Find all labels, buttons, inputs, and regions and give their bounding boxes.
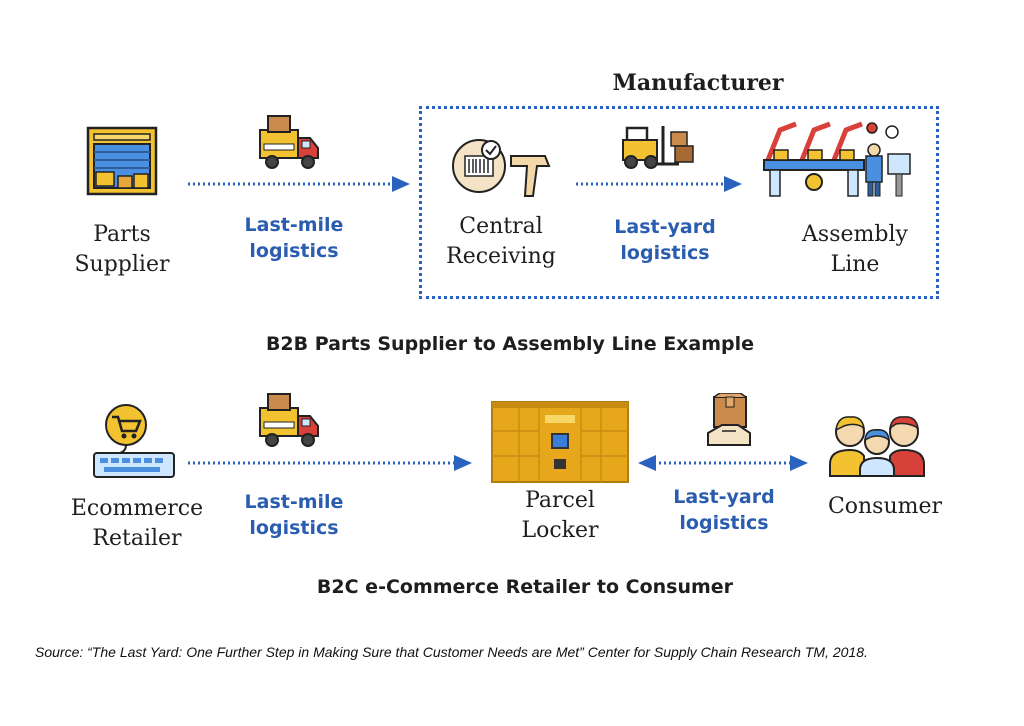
last-yard-b2b-line1: Last-yard bbox=[614, 216, 716, 238]
last-mile-b2c-line1: Last-mile bbox=[244, 491, 344, 513]
label-last-yard-b2b: Last-yard logistics bbox=[595, 214, 735, 266]
last-yard-b2c-line2: logistics bbox=[679, 512, 769, 534]
node-ecommerce-retailer: Ecommerce Retailer bbox=[62, 494, 212, 554]
b2b-caption: B2B Parts Supplier to Assembly Line Exam… bbox=[265, 333, 755, 355]
assembly-line-icon bbox=[762, 120, 922, 200]
package-hand-icon bbox=[706, 393, 754, 447]
consumer-group-icon bbox=[828, 414, 926, 478]
node-parcel-locker: Parcel Locker bbox=[500, 486, 620, 546]
delivery-truck-icon bbox=[258, 114, 322, 172]
last-mile-b2b-line1: Last-mile bbox=[244, 214, 344, 236]
central-receiving-line1: Central bbox=[459, 214, 543, 239]
parts-supplier-line1: Parts bbox=[93, 222, 151, 247]
parcel-locker-line2: Locker bbox=[521, 518, 599, 543]
node-consumer: Consumer bbox=[827, 494, 943, 519]
parts-supplier-line2: Supplier bbox=[74, 252, 170, 277]
assembly-line-line1: Assembly bbox=[802, 222, 908, 247]
b2c-caption: B2C e-Commerce Retailer to Consumer bbox=[316, 576, 734, 598]
central-receiving-line2: Receiving bbox=[446, 244, 556, 269]
arrow-last-yard-b2b bbox=[576, 176, 742, 192]
node-parts-supplier: Parts Supplier bbox=[62, 220, 182, 280]
delivery-truck-icon bbox=[258, 392, 322, 450]
node-assembly-line: Assembly Line bbox=[790, 220, 920, 280]
last-mile-b2b-line2: logistics bbox=[249, 240, 339, 262]
source-citation: Source: “The Last Yard: One Further Step… bbox=[35, 644, 868, 660]
label-last-mile-b2c: Last-mile logistics bbox=[224, 489, 364, 541]
ecommerce-retailer-line1: Ecommerce bbox=[70, 496, 204, 521]
warehouse-icon bbox=[86, 126, 158, 196]
manufacturer-box bbox=[419, 106, 939, 299]
assembly-line-line2: Line bbox=[830, 252, 880, 277]
label-last-mile-b2b: Last-mile logistics bbox=[224, 212, 364, 264]
arrow-last-mile-b2b bbox=[188, 176, 410, 192]
parcel-locker-icon bbox=[491, 401, 629, 483]
arrow-last-yard-b2c bbox=[638, 455, 808, 471]
forklift-icon bbox=[619, 124, 699, 170]
shopping-cart-icon bbox=[92, 403, 176, 481]
last-mile-b2c-line2: logistics bbox=[249, 517, 339, 539]
last-yard-b2c-line1: Last-yard bbox=[673, 486, 775, 508]
node-central-receiving: Central Receiving bbox=[436, 212, 566, 272]
label-last-yard-b2c: Last-yard logistics bbox=[654, 484, 794, 536]
arrow-last-mile-b2c bbox=[188, 455, 472, 471]
last-yard-b2b-line2: logistics bbox=[620, 242, 710, 264]
ecommerce-retailer-line2: Retailer bbox=[92, 526, 182, 551]
manufacturer-label: Manufacturer bbox=[612, 70, 784, 96]
barcode-scanner-icon bbox=[449, 136, 559, 200]
parcel-locker-line1: Parcel bbox=[525, 488, 595, 513]
